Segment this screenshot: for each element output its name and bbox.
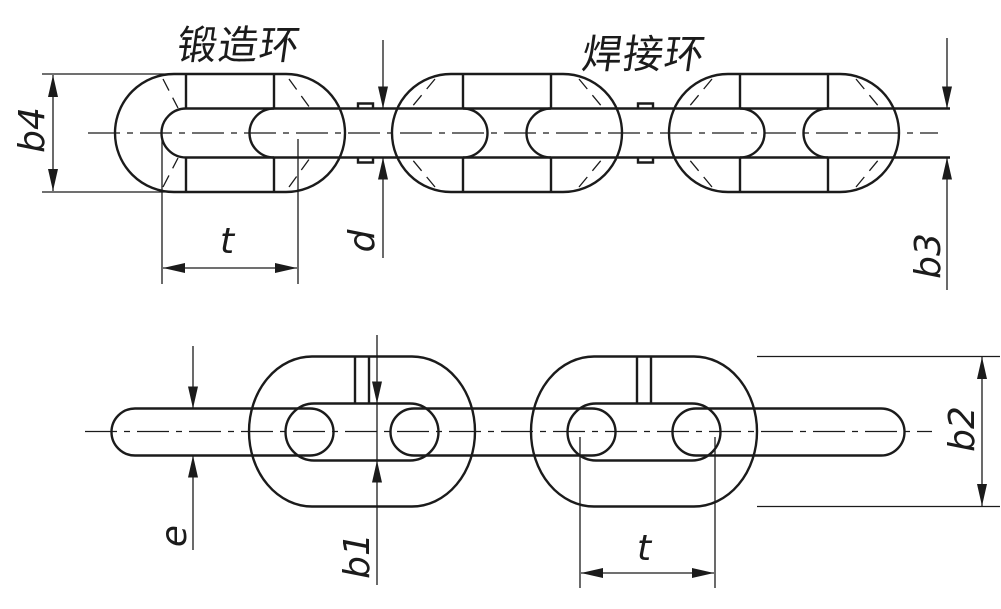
dim-b4: b4: [12, 73, 176, 193]
ring-outline: [390, 72, 624, 194]
arrowhead: [188, 386, 198, 409]
arrowhead: [48, 75, 58, 97]
middle-ring: [390, 72, 624, 194]
dim-label-b1: b1: [337, 533, 378, 579]
end-ring: [667, 72, 901, 194]
ring-inner-end-arcs: [462, 107, 552, 159]
arrowhead: [275, 263, 297, 273]
ring-outline: [667, 72, 901, 194]
top-view-bars: [110, 407, 906, 457]
forged-link-ring: [113, 72, 347, 194]
arrowhead: [378, 157, 388, 180]
dim-d: d: [342, 40, 388, 258]
forged-link-label: 锻造环: [174, 23, 303, 69]
arrowhead: [372, 460, 382, 483]
ring-inner-end-arcs: [739, 107, 829, 159]
arrowhead: [977, 484, 987, 506]
dim-b2: b2: [757, 355, 1000, 508]
dim-label-e: e: [154, 525, 195, 547]
bar-end-cap: [110, 407, 136, 457]
ring-tangent-lines: [461, 74, 553, 192]
link-outline: [247, 355, 477, 508]
dim-label-d: d: [342, 228, 383, 252]
arrowhead: [942, 86, 952, 109]
dim-label-b3: b3: [908, 233, 949, 279]
dim-b3: b3: [908, 38, 952, 290]
arrowhead: [48, 169, 58, 191]
arrowhead: [163, 263, 185, 273]
arrowhead: [581, 568, 603, 578]
bar-edges: [414, 407, 592, 457]
side-view: b4 t d b3 锻造环 焊接环: [12, 23, 952, 290]
bar-end-cap: [880, 407, 906, 457]
dim-label-b4: b4: [12, 107, 53, 153]
weld-seam-lines: [635, 356, 653, 404]
link-inner-opening: [284, 402, 440, 462]
weld-seam-lines: [353, 356, 371, 404]
ring-inner-end-arcs: [160, 107, 275, 159]
extension-lines: [757, 355, 1000, 508]
flat-link-1: [247, 355, 477, 508]
arrowhead: [188, 455, 198, 478]
arrowhead: [372, 381, 382, 404]
arrowhead: [977, 357, 987, 379]
dim-label-t: t: [637, 528, 653, 569]
bar-end-caps-inside: [591, 407, 697, 457]
link-inner-opening: [566, 402, 722, 462]
dim-e: e: [154, 346, 198, 550]
bar-end-caps-inside: [309, 407, 415, 457]
weld-seam-notch: [356, 102, 375, 164]
extension-lines: [42, 73, 176, 193]
ring-tangent-lines: [184, 74, 276, 192]
welded-link-label: 焊接环: [579, 32, 708, 78]
bar-edges: [696, 407, 881, 457]
dim-b1: b1: [337, 335, 382, 585]
extension-lines: [161, 139, 299, 284]
dim-label-t: t: [220, 221, 236, 262]
arrowhead: [378, 86, 388, 109]
top-view: e b1 t b2: [85, 335, 1000, 588]
extension-lines: [579, 437, 716, 588]
flat-link-2: [529, 355, 759, 508]
arrowhead: [692, 568, 714, 578]
ring-outline: [113, 72, 347, 194]
bar-edges: [135, 407, 310, 457]
dim-t-top-view: t: [579, 437, 716, 588]
ring-tangent-lines: [738, 74, 830, 192]
dim-label-b2: b2: [942, 406, 983, 452]
link-outline: [529, 355, 759, 508]
weld-seam-notch: [636, 102, 655, 164]
dim-t-side: t: [161, 139, 299, 284]
arrowhead: [942, 157, 952, 180]
